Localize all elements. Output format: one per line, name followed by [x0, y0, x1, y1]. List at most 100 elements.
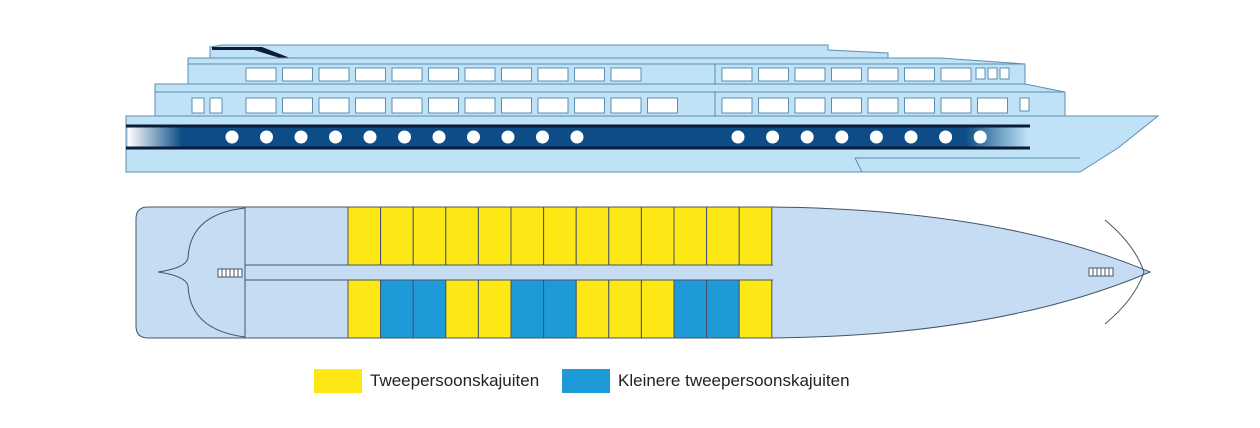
ship-side-view [125, 44, 1160, 173]
cabin-double [738, 279, 773, 339]
legend-swatch-double [314, 369, 362, 393]
window [464, 97, 496, 114]
porthole [570, 130, 584, 144]
window [904, 97, 935, 114]
window [191, 97, 205, 114]
window [977, 97, 1008, 114]
window [831, 97, 862, 114]
window [610, 97, 642, 114]
window [537, 97, 569, 114]
window [245, 97, 277, 114]
window [537, 67, 569, 82]
window [610, 67, 642, 82]
cabin-double [640, 206, 675, 266]
window [975, 67, 986, 80]
cabin-small [412, 279, 447, 339]
porthole [501, 130, 515, 144]
cabin-small [706, 279, 740, 339]
cabin-double [380, 206, 414, 266]
window [758, 67, 789, 82]
window [428, 97, 459, 114]
window [721, 97, 753, 114]
window [391, 97, 423, 114]
porthole [731, 130, 745, 144]
porthole [904, 130, 918, 144]
cabin-double [347, 206, 382, 266]
window [987, 67, 998, 80]
legend-item-small: Kleinere tweepersoonskajuiten [562, 368, 850, 394]
porthole [329, 130, 342, 144]
window [940, 97, 972, 114]
window [647, 97, 678, 114]
cabin-small [380, 279, 414, 339]
window [574, 67, 605, 82]
window [282, 97, 313, 114]
cabin-double [608, 279, 642, 339]
cabin-double [445, 279, 479, 339]
window [464, 67, 496, 82]
window [318, 67, 350, 82]
porthole [536, 130, 549, 144]
cabin-double [510, 206, 545, 266]
window [721, 67, 753, 82]
upper-deck-windows [245, 67, 1010, 82]
porthole [225, 130, 239, 144]
porthole [939, 130, 953, 144]
upper-deck [187, 57, 1026, 85]
window [391, 67, 423, 82]
porthole [294, 130, 308, 144]
window [428, 67, 459, 82]
window [318, 97, 350, 114]
cabin-double [412, 206, 447, 266]
cabin-grid [347, 206, 773, 339]
window [940, 67, 972, 82]
window [501, 67, 532, 82]
middle-deck-windows [191, 97, 1030, 114]
window [209, 97, 223, 114]
cabin-double [608, 206, 642, 266]
cabin-double [543, 206, 577, 266]
porthole [398, 130, 411, 144]
cabin-double [673, 206, 708, 266]
window [501, 97, 532, 114]
legend-swatch-small [562, 369, 610, 393]
cabin-double [738, 206, 773, 266]
cabin-double [477, 279, 512, 339]
porthole [260, 130, 273, 144]
stairs-bow-icon [1088, 267, 1114, 277]
window [831, 67, 862, 82]
porthole [800, 130, 814, 144]
window [282, 67, 313, 82]
window [355, 97, 386, 114]
cabin-double [575, 279, 610, 339]
porthole [835, 130, 849, 144]
window [867, 97, 899, 114]
cabin-double [706, 206, 740, 266]
window [758, 97, 789, 114]
cabin-double [477, 206, 512, 266]
window [794, 67, 826, 82]
porthole [432, 130, 446, 144]
cabin-small [673, 279, 708, 339]
cabin-small [543, 279, 577, 339]
portholes [225, 130, 987, 144]
window [999, 67, 1010, 80]
window [794, 97, 826, 114]
window [355, 67, 386, 82]
legend-label-double: Tweepersoonskajuiten [370, 371, 540, 390]
cabin-double [445, 206, 479, 266]
sun-deck-stripe [212, 47, 290, 58]
ship-deck-plan [135, 206, 1152, 339]
stern-curve [157, 207, 246, 338]
window [904, 67, 935, 82]
sun-deck [209, 44, 889, 59]
window [245, 67, 277, 82]
legend-label-small: Kleinere tweepersoonskajuiten [618, 371, 850, 390]
stairs-stern-icon [217, 268, 243, 278]
porthole [363, 130, 377, 144]
legend-item-double: Tweepersoonskajuiten [314, 368, 539, 394]
window [574, 97, 605, 114]
cabin-double [575, 206, 610, 266]
porthole [467, 130, 480, 144]
